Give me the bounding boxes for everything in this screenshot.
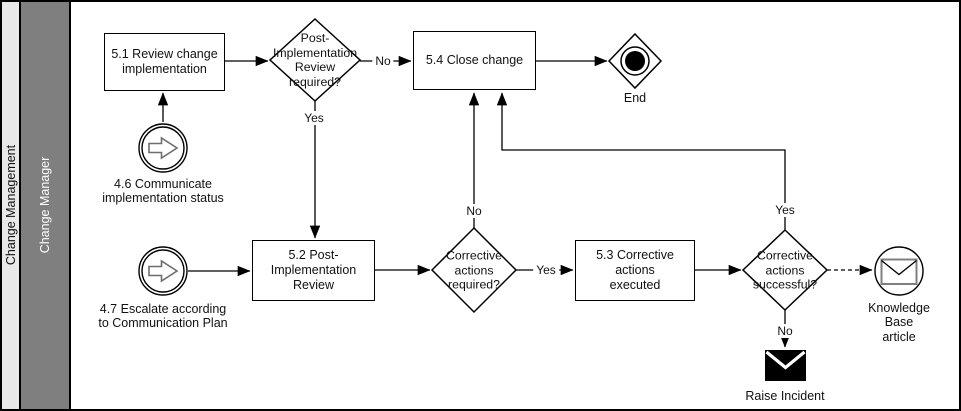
task-5-1-review-change-implementation[interactable]: 5.1 Review change implementation [104, 33, 225, 91]
gateway-pir-required-label: Post- Implementation Review required? [272, 31, 358, 89]
edge-label-corrective-successful-no: No [774, 324, 796, 338]
edge-label-corrective-required-yes: Yes [533, 263, 559, 277]
right-arrow-icon [148, 136, 179, 160]
edge-label-corrective-required-no: No [463, 204, 485, 218]
edge-label-pir-yes: Yes [301, 111, 327, 125]
gateway-corrective-successful[interactable] [741, 228, 829, 312]
task-5-2-post-implementation-review[interactable]: 5.2 Post- Implementation Review [252, 240, 375, 301]
edge-label-corrective-successful-yes: Yes [772, 203, 798, 217]
gateway-corrective-successful-label: Corrective actions successful? [752, 248, 818, 292]
end-event-label: End [623, 91, 647, 105]
task-5-3-corrective-actions-executed[interactable]: 5.3 Corrective actions executed [575, 240, 695, 301]
raise-incident-label: Raise Incident [745, 389, 825, 403]
task-5-4-close-change[interactable]: 5.4 Close change [413, 31, 536, 90]
gateway-corrective-required[interactable] [430, 226, 518, 314]
end-event-disc [625, 51, 645, 71]
event-escalate-label: 4.7 Escalate according to Communication … [98, 302, 228, 331]
envelope-icon [880, 258, 918, 285]
pool-header-change-management [0, 0, 21, 411]
edge-label-pir-no: No [372, 54, 394, 68]
raise-incident-message[interactable] [765, 350, 806, 381]
knowledge-base-label: Knowledge Base article [868, 301, 930, 344]
flow-successful-yes-to-5-4 [496, 92, 786, 230]
filled-envelope-flap-icon [765, 350, 806, 370]
gateway-pir-required[interactable] [268, 17, 362, 103]
event-communicate-status-label: 4.6 Communicate implementation status [102, 177, 224, 206]
envelope-flap-icon [881, 259, 917, 276]
gateway-corrective-required-label: Corrective actions required? [445, 248, 503, 292]
lane-header-change-manager [21, 0, 71, 411]
right-arrow-icon [148, 259, 179, 283]
